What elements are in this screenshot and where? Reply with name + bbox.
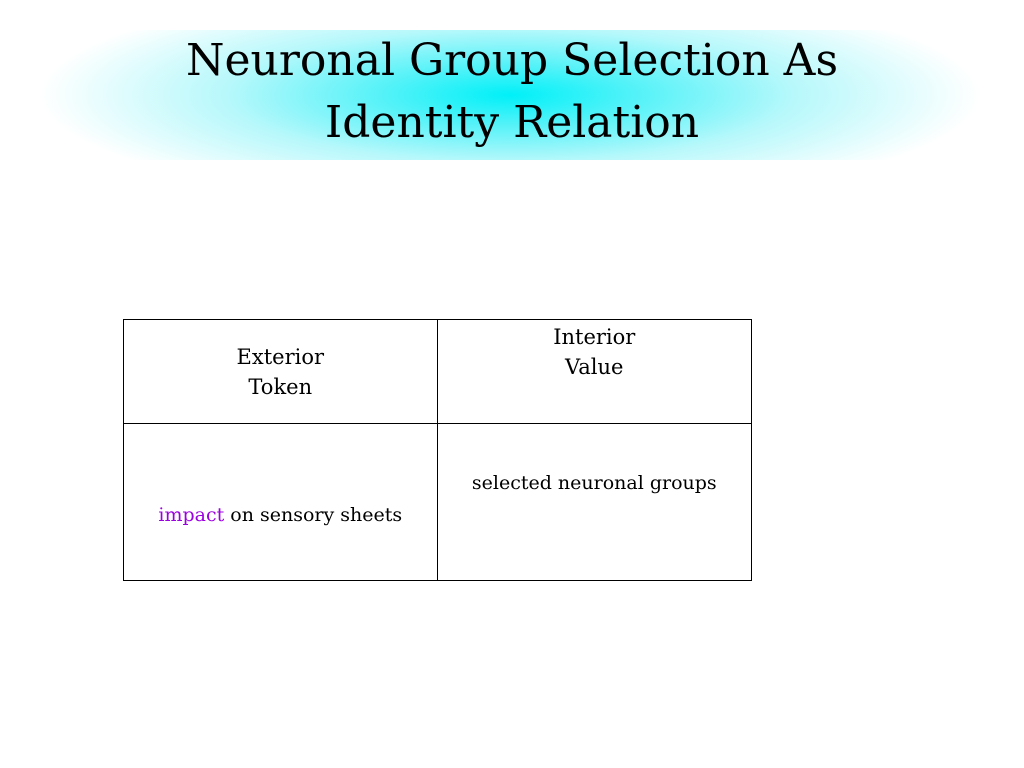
- cell-interior-value: selected neuronal groups: [436, 423, 753, 581]
- cell-exterior-token: impact on sensory sheets: [123, 423, 438, 581]
- identity-table: Exterior Token Interior Value impact on …: [123, 319, 753, 581]
- title-line-2: Identity Relation: [324, 97, 700, 148]
- header-exterior-line-2: Token: [248, 374, 313, 399]
- header-interior-line-1: Interior: [553, 325, 636, 349]
- header-exterior-line-1: Exterior: [236, 344, 325, 369]
- table-header-row: Exterior Token Interior Value: [123, 319, 753, 424]
- header-cell-exterior: Exterior Token: [123, 319, 438, 424]
- header-cell-interior: Interior Value: [436, 319, 753, 424]
- title-line-1: Neuronal Group Selection As: [185, 35, 839, 86]
- impact-highlight: impact: [158, 504, 225, 526]
- slide-title: Neuronal Group Selection As Identity Rel…: [0, 30, 1024, 154]
- header-interior-line-2: Value: [565, 355, 624, 379]
- title-band: [40, 30, 980, 160]
- impact-rest: on sensory sheets: [224, 504, 403, 526]
- table-row: impact on sensory sheets selected neuron…: [123, 423, 753, 581]
